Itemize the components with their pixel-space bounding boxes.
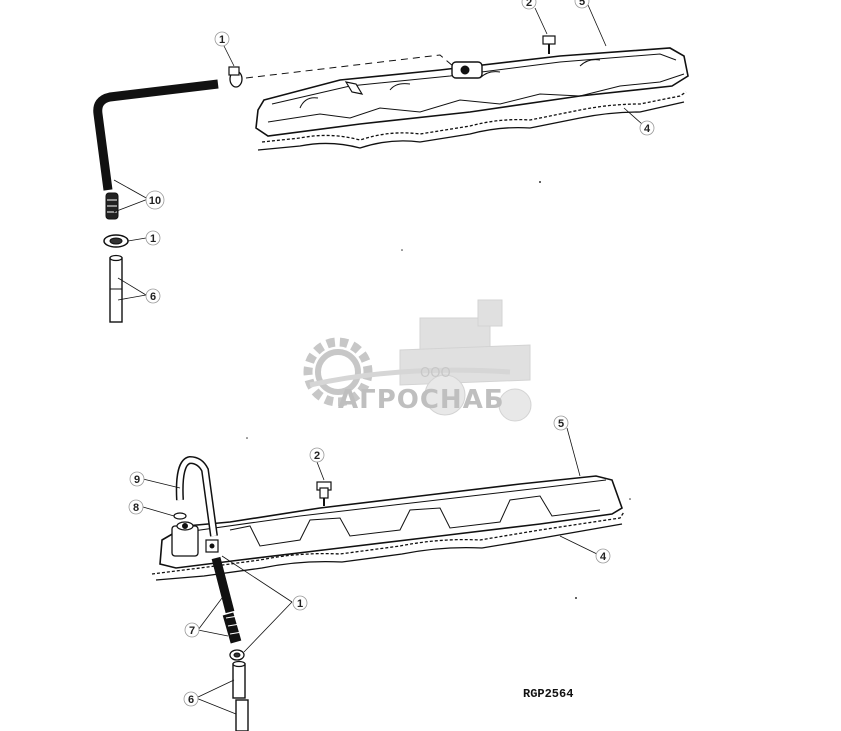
callout-label: 9 (134, 474, 140, 486)
callout-label: 2 (314, 450, 320, 462)
leader-line (197, 597, 223, 631)
gasket-bottom-edge (155, 523, 623, 581)
cap-screw-top (542, 35, 556, 54)
rocker-arm-cover-top (255, 47, 689, 137)
washer (173, 512, 187, 520)
rocker-arm-cover-bottom (159, 475, 623, 569)
gasket-top (261, 91, 687, 143)
callout-label: 5 (579, 0, 585, 8)
scan-specks (246, 181, 631, 599)
leader-line (534, 7, 548, 35)
leader-line (243, 601, 293, 653)
leader-line (195, 697, 237, 715)
hose-clamp-bottom (229, 649, 245, 661)
breather-tube-bottom (232, 660, 249, 731)
top-callouts: 1 2 5 4 10 1 6 (145, 0, 655, 304)
leader-line (142, 506, 175, 517)
watermark-company-name: АГРОСНАБ (338, 385, 505, 415)
leader-line (142, 478, 181, 489)
callout-label: 2 (526, 0, 532, 9)
harvester-icon (399, 299, 532, 422)
leader-line (566, 427, 581, 477)
breather-hose-bottom (211, 556, 243, 644)
breather-tube-top (109, 254, 123, 323)
leader-line (221, 555, 293, 603)
top-assembly (93, 4, 689, 323)
callout-label: 6 (150, 291, 156, 303)
callout-label: 5 (558, 418, 564, 430)
cap-screw-bottom (316, 481, 332, 506)
leader-line (587, 4, 607, 47)
callout-label: 10 (149, 195, 161, 207)
leader-line (117, 294, 147, 301)
callout-label: 4 (644, 123, 651, 135)
callout-label: 6 (188, 694, 194, 706)
leader-line (113, 179, 149, 200)
gasket-top-edge (257, 101, 685, 151)
leader-line (222, 43, 235, 67)
callout-label: 1 (150, 233, 156, 245)
watermark-prefix: ООО (420, 366, 451, 381)
watermark-logo: ООО АГРОСНАБ (303, 299, 532, 422)
leader-line (117, 277, 147, 296)
leader-line (127, 237, 147, 242)
connection-line (245, 54, 461, 79)
callout-label: 1 (219, 34, 225, 46)
leader-line (623, 107, 643, 125)
gear-icon (303, 337, 373, 407)
breather-hose-top (93, 79, 219, 220)
hose-clamp-top-upper (228, 66, 243, 88)
bottom-assembly (142, 427, 625, 731)
leader-line (113, 198, 149, 213)
leader-line (195, 679, 235, 699)
callout-label: 8 (133, 502, 139, 514)
callout-label: 1 (297, 598, 303, 610)
leader-line (197, 629, 229, 637)
callout-label: 7 (189, 625, 195, 637)
hose-clamp-top-lower (103, 234, 129, 248)
leader-line (316, 461, 325, 481)
leader-line (559, 535, 598, 555)
bottom-callouts: 2 5 9 8 4 1 7 6 (128, 415, 611, 707)
reference-code: RGP2564 (523, 687, 573, 701)
callout-label: 4 (600, 551, 607, 563)
